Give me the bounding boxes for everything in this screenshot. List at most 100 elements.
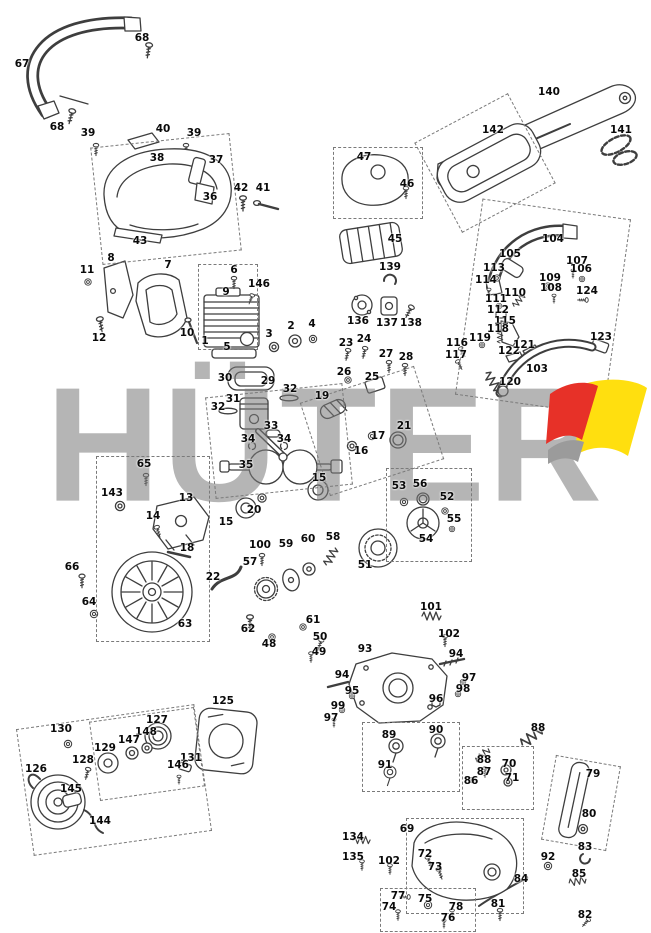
part-36-plate [194,182,215,205]
part-95-washer [348,692,356,700]
part-39-screw-a [92,142,100,157]
part-13-ignition-module [152,496,210,551]
part-139-clamp [383,273,397,285]
part-97-screw [331,717,337,728]
part-42-screw [238,195,248,212]
part-142-sprocket-cover [436,123,542,203]
part-24-screw [359,345,369,360]
part-105-handle-half [500,257,524,279]
part-92-washer [543,861,553,871]
part-52-washer [441,507,449,515]
part-78-screw [449,908,455,920]
part-87-screw [482,766,488,778]
part-97-washer [459,678,467,686]
part-43-plate [113,227,163,244]
part-113-washer [493,274,501,282]
part-35-crankshaft [219,428,343,485]
part-53-washer [399,497,409,507]
part-71-bushing [503,777,513,787]
part-34-clip-a [247,441,257,451]
part-93-crankcase [348,652,448,724]
part-131-pawl [178,761,192,773]
part-101-spring [421,611,442,621]
part-8-bracket [103,260,134,319]
part-11-washer [84,278,92,286]
part-86-washer [468,776,476,784]
part-103-brake-flag [495,338,597,398]
part-23-screw [342,347,352,362]
part-6-screw [230,275,238,290]
part-33-pin [265,429,281,438]
part-77-screw [399,894,411,900]
part-19-worm [319,398,348,420]
part-60-bushing [302,562,316,576]
part-127-rewind-spring [144,722,172,750]
part-51-clutch-drum [358,528,398,568]
part-3-washer [268,341,280,353]
part-28-screw [401,362,409,377]
part-102-screw-a [441,633,449,648]
part-1-cylinder [203,287,260,348]
part-21-ring [389,431,407,449]
part-68-screw-b [65,107,77,126]
part-12-screw [95,315,107,334]
part-55-washer [448,525,456,533]
part-27-screw [385,359,393,374]
emblem-gray-swoosh [548,440,584,464]
part-61-washer [299,623,307,631]
part-83-clip [579,853,591,865]
part-50-screw [314,637,325,652]
part-144-rope [83,809,104,834]
part-69-fuel-tank [411,821,518,901]
part-34-clip-b [279,441,289,451]
part-146-screw [176,774,182,785]
part-143-washer [114,500,126,512]
part-67-front-handle [26,16,142,120]
part-76-screw [441,918,447,929]
part-141-chain [600,134,638,167]
part-66-screw [78,573,86,589]
part-30-gasket [227,366,275,391]
part-25-plate [364,376,386,394]
part-109-washer [544,282,552,290]
part-134-spring [352,835,371,845]
part-100-screw [258,552,266,567]
part-110-spring [511,291,527,309]
part-117-screw [454,358,465,371]
part-137-spacer [380,296,398,316]
part-47-air-box [341,154,409,206]
part-63-flywheel [111,551,193,633]
part-115-trigger [500,320,520,347]
part-26-washer [344,376,352,384]
part-32-ring-b [279,394,299,402]
part-75-washer [423,900,433,910]
part-82-screw [580,916,592,929]
part-4-washer [308,334,318,344]
part-2-seal [288,334,302,348]
part-125-starter-cover [194,707,258,775]
part-15-bearing-b [307,479,329,501]
part-32-ring-a [218,407,238,415]
part-111-washer [495,302,503,310]
part-124-screw [577,297,589,303]
part-102-screw-b [387,863,393,875]
part-59-plate [282,568,300,592]
part-94-stud-b [326,680,350,689]
part-107-screw [570,268,576,279]
part-18-pawl [166,550,192,559]
part-58-spring [322,545,340,568]
part-88-spring-a [518,723,546,750]
part-64-washer [89,609,99,619]
part-116-screw [457,345,468,358]
part-88-spring-b [473,745,492,765]
part-56-ring [416,492,430,506]
part-5-gasket [211,348,257,359]
part-22-hose [210,565,243,591]
part-10-bolt [184,317,199,345]
part-49-screw [308,651,314,663]
part-129-pulley [97,752,119,774]
part-104-top-handle [485,223,578,296]
part-148-washer [141,742,153,754]
part-41-bolt [252,199,280,211]
